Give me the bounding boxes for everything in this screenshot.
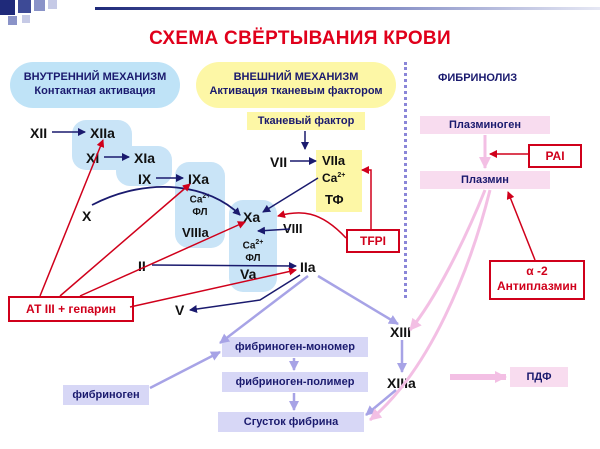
extrinsic-subtitle: Активация тканевым фактором [209, 85, 383, 97]
corner-decoration [0, 0, 57, 25]
fibrinogen-box: фибриноген [63, 385, 149, 405]
xa-calcium: Ca [242, 240, 256, 252]
factor-vii: VII [270, 154, 288, 170]
arrow-ii-iia [151, 261, 297, 270]
ixa-calcium: Ca [189, 194, 203, 206]
viia-calcium-label: Ca2+ [322, 169, 345, 185]
pai-box: PAI [528, 144, 582, 168]
at3-to-ixa [59, 183, 191, 297]
factor-xi: XI [86, 150, 100, 166]
intrinsic-title: ВНУТРЕННИЙ МЕХАНИЗМ [23, 71, 167, 83]
plasminogen-box: Плазминоген [420, 116, 550, 134]
factor-xii: XII [30, 125, 48, 141]
xa-calcium-charge: 2+ [255, 239, 264, 246]
intrinsic-subtitle: Контактная активация [34, 85, 156, 97]
pill-xia [116, 146, 172, 186]
at3-to-xiia [39, 139, 105, 297]
pdf-box: ПДФ [510, 367, 568, 387]
factor-va: Va [240, 266, 257, 282]
tfpi-to-xa [277, 210, 347, 239]
section-divider [404, 62, 407, 298]
alpha2-to-plasmin [506, 191, 536, 261]
factor-xa: Xa [243, 209, 261, 225]
ixa-cofactors: Ca2+ ФЛ [183, 190, 217, 219]
arrow-fibrinogen-monomer [149, 350, 221, 390]
factor-viiia: VIIIa [182, 225, 209, 240]
xa-phospholipid: ФЛ [245, 253, 261, 265]
at3-heparin-box: АТ III + гепарин [8, 296, 134, 322]
fibrin-monomer-box: фибриноген-мономер [222, 337, 368, 357]
arrow-iia-v [189, 274, 301, 313]
extrinsic-title: ВНЕШНИЙ МЕХАНИЗМ [233, 71, 359, 83]
factor-viii: VIII [283, 221, 303, 236]
tissue-factor-abbr: ТФ [325, 192, 344, 207]
arrow-viii-viiia [257, 226, 291, 235]
factor-viia: VIIa [322, 153, 346, 168]
factor-xiii: XIII [390, 324, 412, 340]
alpha2-line2: Антиплазмин [496, 279, 578, 293]
arrow-viia-xa [262, 177, 319, 213]
alpha2-antiplasmin-box: α -2 Антиплазмин [489, 260, 585, 300]
factor-iia: IIa [300, 259, 316, 275]
alpha2-line1: α -2 [526, 264, 548, 278]
factor-x: X [82, 208, 92, 224]
fibrin-clot-box: Сгусток фибрина [218, 412, 364, 432]
viia-complex-box [316, 150, 362, 212]
xa-cofactors: Ca2+ ФЛ [236, 236, 270, 265]
factor-ix: IX [138, 171, 152, 187]
header-rule [95, 7, 600, 10]
tfpi-box: TFPI [346, 229, 400, 253]
factor-xiia: XIIa [90, 125, 115, 141]
diagram-title: СХЕМА СВЁРТЫВАНИЯ КРОВИ [149, 28, 451, 49]
arrow-x-xa [91, 186, 241, 216]
fibrin-polymer-box: фибриноген-полимер [222, 372, 368, 392]
extrinsic-header: ВНЕШНИЙ МЕХАНИЗМ Активация тканевым факт… [196, 62, 396, 108]
factor-ii: II [138, 258, 146, 274]
intrinsic-header: ВНУТРЕННИЙ МЕХАНИЗМ Контактная активация [10, 62, 180, 108]
factor-v: V [175, 302, 185, 318]
arrow-plasmin-clot [369, 189, 492, 422]
fibrinolysis-title: ФИБРИНОЛИЗ [438, 72, 518, 84]
ixa-calcium-charge: 2+ [202, 193, 211, 200]
factor-ixa: IXa [188, 171, 210, 187]
tissue-factor-box: Тканевый фактор [247, 112, 365, 130]
factor-xia: XIa [134, 150, 156, 166]
tfpi-to-viia [361, 166, 372, 229]
arrow-iia-xiii [317, 274, 399, 326]
viia-calcium-charge: 2+ [337, 172, 346, 179]
arrow-plasmin-xiii [408, 189, 487, 331]
arrow-iia-monomer [219, 275, 309, 344]
at3-to-xa [79, 221, 246, 297]
plasmin-box: Плазмин [420, 171, 550, 189]
ixa-phospholipid: ФЛ [192, 207, 208, 219]
viia-calcium: Ca [322, 171, 338, 185]
at3-to-iia [129, 267, 297, 308]
